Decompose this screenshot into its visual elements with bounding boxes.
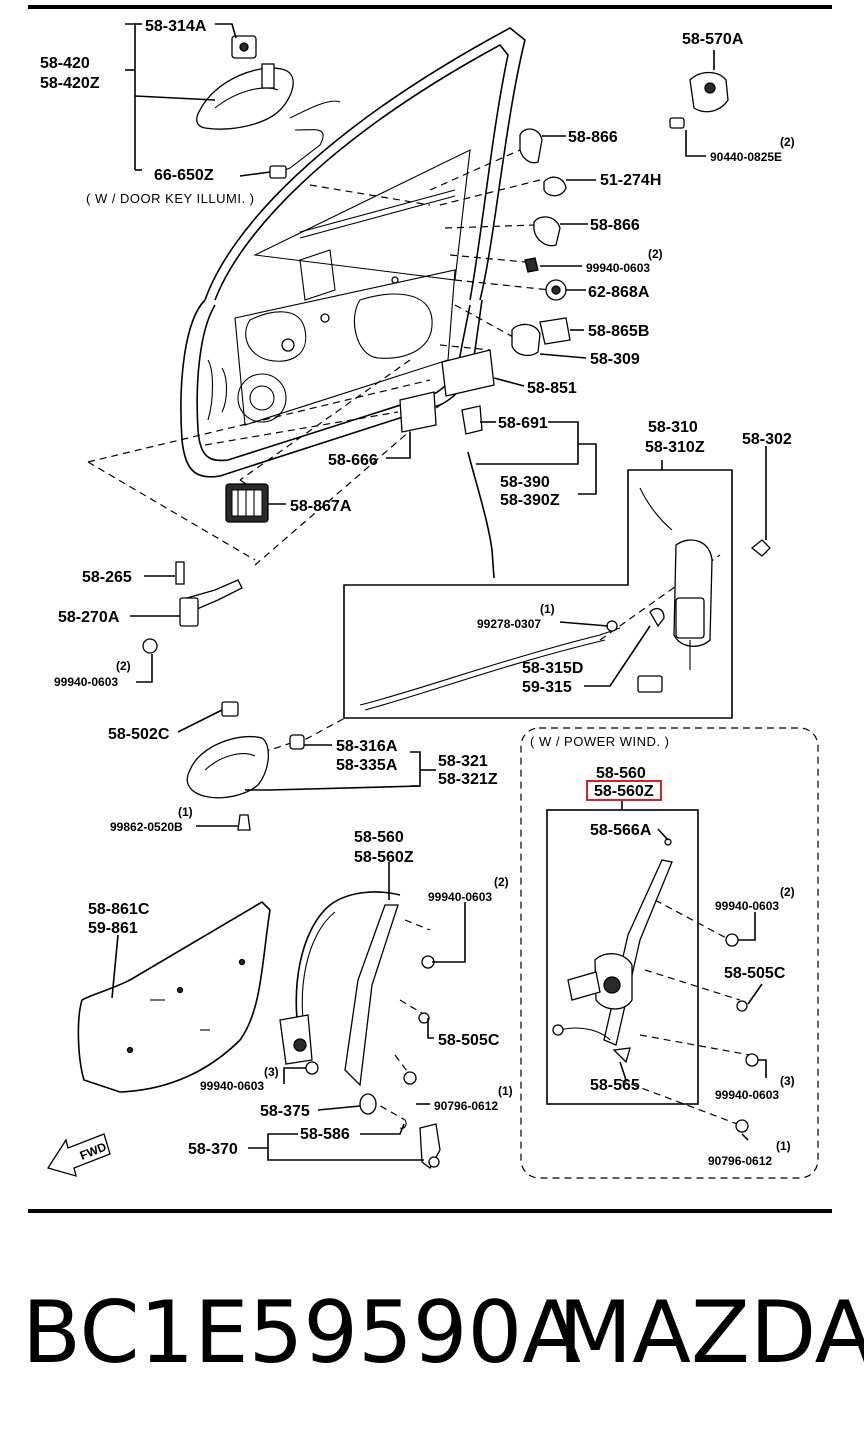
qty-0603f: (3) <box>780 1074 795 1088</box>
label-58-866-a: 58-866 <box>568 129 618 146</box>
qty-0612b: (1) <box>776 1139 791 1153</box>
label-58-560Z-pw: 58-560Z <box>594 783 654 800</box>
trim-sheet <box>77 900 271 1093</box>
label-99940-0603-f: 99940-0603 <box>715 1088 779 1102</box>
qty-0612a: (1) <box>498 1084 513 1098</box>
highlight-box <box>586 780 662 801</box>
inner-handle-part <box>186 701 305 831</box>
outer-handle-part <box>196 35 341 179</box>
label-58-335A: 58-335A <box>336 757 398 774</box>
label-58-420: 58-420 <box>40 55 90 72</box>
label-59-861: 59-861 <box>88 920 138 937</box>
label-99940-0603-b: 99940-0603 <box>54 675 118 689</box>
label-58-861C: 58-861C <box>88 901 150 918</box>
footer: BC1E59590A MAZDA <box>0 1290 864 1420</box>
label-58-866-b: 58-866 <box>590 217 640 234</box>
label-58-851: 58-851 <box>527 380 577 397</box>
fwd-arrow-icon: FWD <box>46 1133 111 1177</box>
label-58-865B: 58-865B <box>588 323 649 340</box>
label-58-390: 58-390 <box>500 474 550 491</box>
label-58-505C-pw: 58-505C <box>724 965 786 982</box>
qty-0603c: (2) <box>494 875 509 889</box>
qty-0603b: (2) <box>116 659 131 673</box>
power-window-group <box>520 727 819 1179</box>
lock-assembly-box <box>343 469 733 719</box>
label-58-270A: 58-270A <box>58 609 120 626</box>
label-58-314A: 58-314A <box>145 18 207 35</box>
part-number: BC1E59590A <box>22 1283 581 1383</box>
note-door-key-illum: ( W / DOOR KEY ILLUMI. ) <box>86 191 255 206</box>
label-58-566A: 58-566A <box>590 822 652 839</box>
label-66-650Z: 66-650Z <box>154 167 214 184</box>
connector-58-867A <box>225 483 269 523</box>
label-99278-0307: 99278-0307 <box>477 617 541 631</box>
label-58-309: 58-309 <box>590 351 640 368</box>
pad-58-851 <box>441 349 495 397</box>
qty-0603d: (2) <box>780 885 795 899</box>
qty-0520B: (1) <box>178 805 193 819</box>
label-58-565: 58-565 <box>590 1077 640 1094</box>
clip-fasteners <box>511 128 571 357</box>
label-58-315D: 58-315D <box>522 660 583 677</box>
label-58-666: 58-666 <box>328 452 378 469</box>
manual-window-regulator <box>279 891 441 1169</box>
label-58-370: 58-370 <box>188 1141 238 1158</box>
pad-58-666 <box>399 391 437 433</box>
label-99940-0603-c: 99940-0603 <box>428 890 492 904</box>
label-58-310Z: 58-310Z <box>645 439 705 456</box>
label-58-560-m: 58-560 <box>354 829 404 846</box>
label-99940-0603-d: 99940-0603 <box>715 899 779 913</box>
label-58-691: 58-691 <box>498 415 548 432</box>
screw-58-302 <box>750 539 771 557</box>
label-58-321: 58-321 <box>438 753 488 770</box>
door-shell <box>180 27 526 478</box>
label-58-265: 58-265 <box>82 569 132 586</box>
dashed-leaders <box>87 149 751 1126</box>
label-58-867A: 58-867A <box>290 498 352 515</box>
label-58-586: 58-586 <box>300 1126 350 1143</box>
exploded-parts-diagram: FWD <box>28 5 832 1213</box>
striker-part <box>669 71 729 129</box>
label-58-321Z: 58-321Z <box>438 771 498 788</box>
label-58-420Z: 58-420Z <box>40 75 100 92</box>
label-90440-0825E: 90440-0825E <box>710 150 782 164</box>
lock-rod <box>461 405 495 579</box>
label-51-274H: 51-274H <box>600 172 661 189</box>
label-59-315: 59-315 <box>522 679 572 696</box>
qty-0825E: (2) <box>780 135 795 149</box>
label-58-560-pw: 58-560 <box>596 765 646 782</box>
qty-0603e: (3) <box>264 1065 279 1079</box>
door-check-link <box>142 561 243 654</box>
label-58-302: 58-302 <box>742 431 792 448</box>
label-58-502C: 58-502C <box>108 726 170 743</box>
label-58-560Z-m: 58-560Z <box>354 849 414 866</box>
label-99862-0520B: 99862-0520B <box>110 820 183 834</box>
label-62-868A: 62-868A <box>588 284 650 301</box>
label-58-570A: 58-570A <box>682 31 744 48</box>
leader-lines <box>111 23 767 1161</box>
qty-0603a: (2) <box>648 247 663 261</box>
label-58-390Z: 58-390Z <box>500 492 560 509</box>
brand-name: MAZDA <box>558 1283 864 1383</box>
label-90796-0612-b: 90796-0612 <box>708 1154 772 1168</box>
label-99940-0603-e: 99940-0603 <box>200 1079 264 1093</box>
label-58-316A: 58-316A <box>336 738 398 755</box>
qty-0307: (1) <box>540 602 555 616</box>
label-90796-0612-a: 90796-0612 <box>434 1099 498 1113</box>
label-58-375: 58-375 <box>260 1103 310 1120</box>
label-58-310: 58-310 <box>648 419 698 436</box>
label-58-505C-m: 58-505C <box>438 1032 500 1049</box>
note-power-wind: ( W / POWER WIND. ) <box>530 734 669 749</box>
label-99940-0603-a: 99940-0603 <box>586 261 650 275</box>
